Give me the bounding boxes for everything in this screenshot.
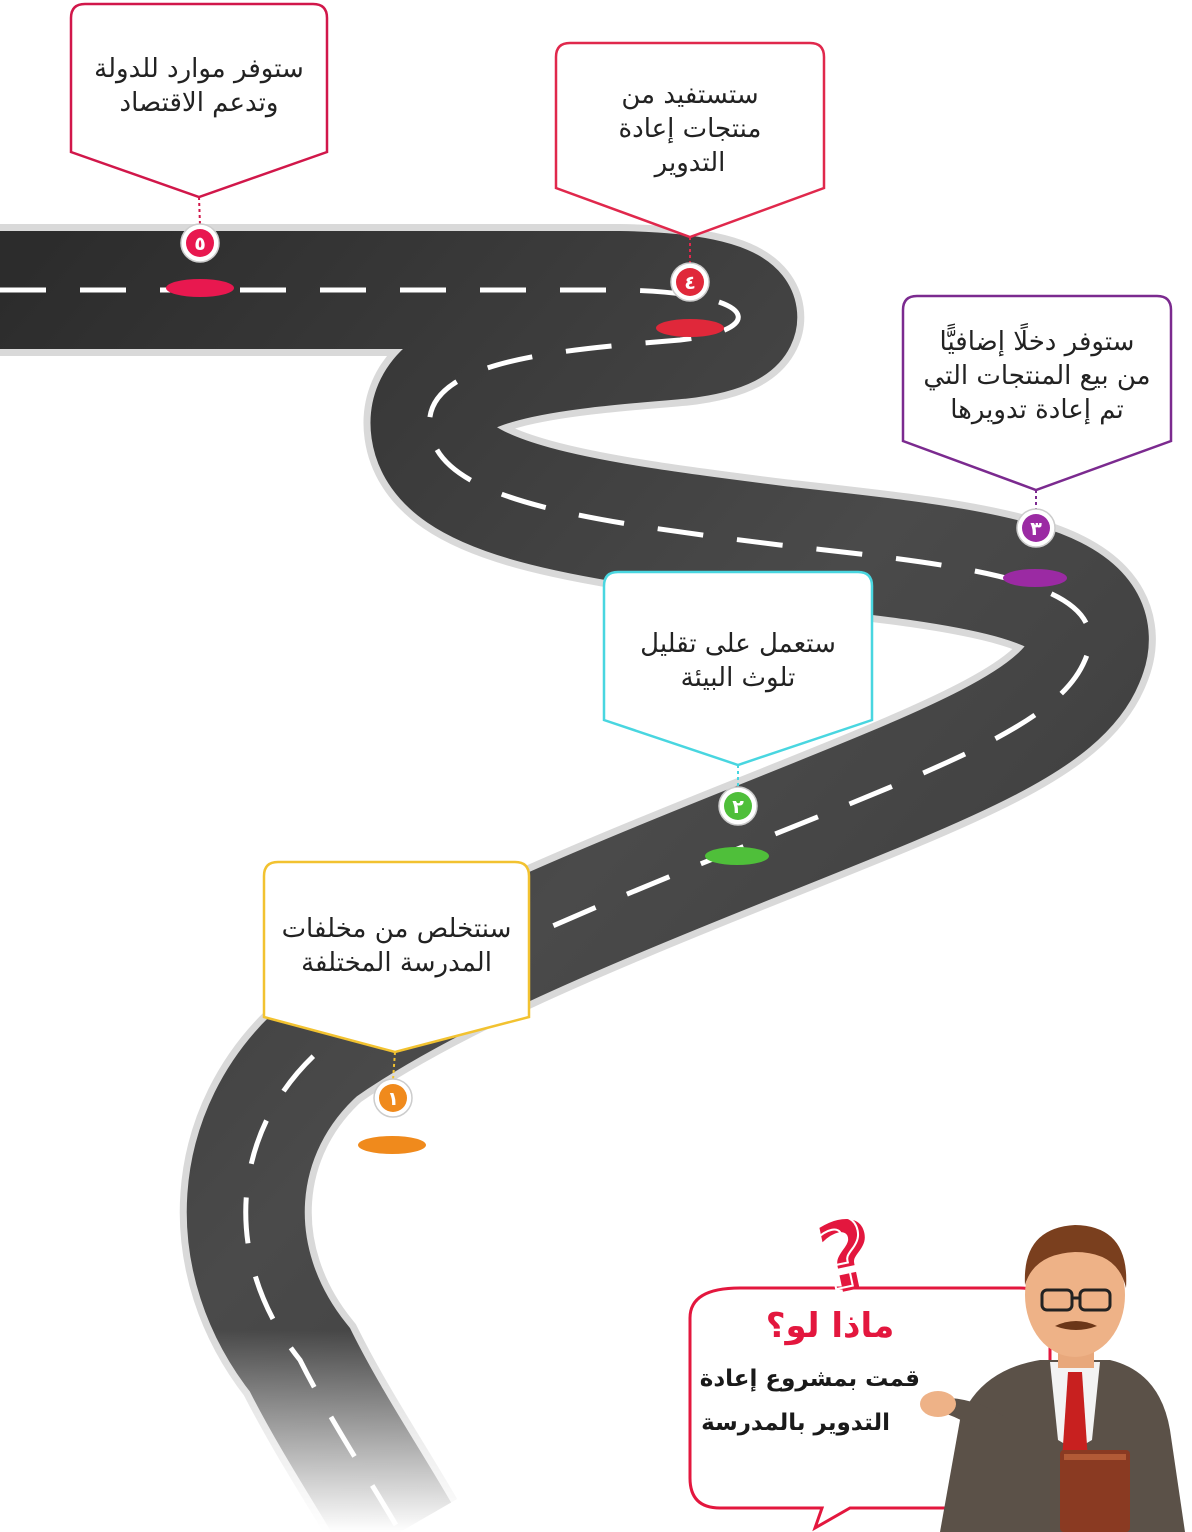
marker-circle-1 [379,1084,407,1112]
callout-line: تلوث البيئة [680,663,796,693]
marker-disc-3 [1003,569,1067,587]
callout-line: ستستفيد من [621,80,759,110]
callout-line: ستعمل على تقليل [640,629,836,659]
callout-line: وتدعم الاقتصاد [119,88,279,118]
marker-circle-2 [724,792,752,820]
callout-box-3 [901,294,1173,492]
callout-box-2 [602,570,874,767]
marker-number-2: ٢ [732,796,744,818]
stage-markers: ١ ٢ ٣ ٤ ٥ [166,196,1067,1154]
marker-circle-4 [676,268,704,296]
callout-text-5: ستوفر موارد للدولة وتدعم الاقتصاد [81,52,317,120]
callout-box-1 [262,860,531,1054]
marker-disc-4 [656,319,724,337]
callout-text-3: ستوفر دخلًا إضافيًّا من بيع المنتجات التي… [913,325,1161,427]
stage-callouts [69,2,1173,1054]
callout-text-2: ستعمل على تقليل تلوث البيئة [614,627,862,695]
callout-line: سنتخلص من مخلفات [281,914,512,944]
marker-circle-3 [1022,514,1050,542]
callout-line: ستوفر موارد للدولة [94,54,304,84]
callout-line: المدرسة المختلفة [301,948,492,978]
callout-line: ستوفر دخلًا إضافيًّا [939,327,1135,357]
marker-circle-5 [186,229,214,257]
teacher-bubble-line2: التدوير بالمدرسة [701,1410,890,1436]
marker-number-3: ٣ [1030,518,1042,540]
marker-stem-5 [198,196,201,226]
callout-line: تم إعادة تدويرها [950,395,1124,425]
callout-text-1: سنتخلص من مخلفات المدرسة المختلفة [274,912,519,980]
callout-box-5 [69,2,329,199]
marker-number-4: ٤ [684,272,696,294]
marker-stem-1 [392,1051,396,1081]
marker-disc-5 [166,279,234,297]
marker-number-1: ١ [387,1088,399,1110]
lane-markings [0,287,1093,1532]
callout-line: التدوير [654,148,726,178]
callout-line: من بيع المنتجات التي [923,361,1151,391]
marker-number-5: ٥ [194,233,206,255]
teacher-bubble-title: ماذا لو؟ [765,1306,895,1346]
marker-disc-1 [358,1136,426,1154]
teacher-illustration [920,1225,1185,1532]
callout-box-4 [554,41,826,239]
callout-text-4: ستستفيد من منتجات إعادة التدوير [566,78,814,180]
callout-line: منتجات إعادة [618,114,762,144]
teacher-bubble-line1: قمت بمشروع إعادة [699,1366,920,1392]
marker-disc-2 [705,847,769,865]
